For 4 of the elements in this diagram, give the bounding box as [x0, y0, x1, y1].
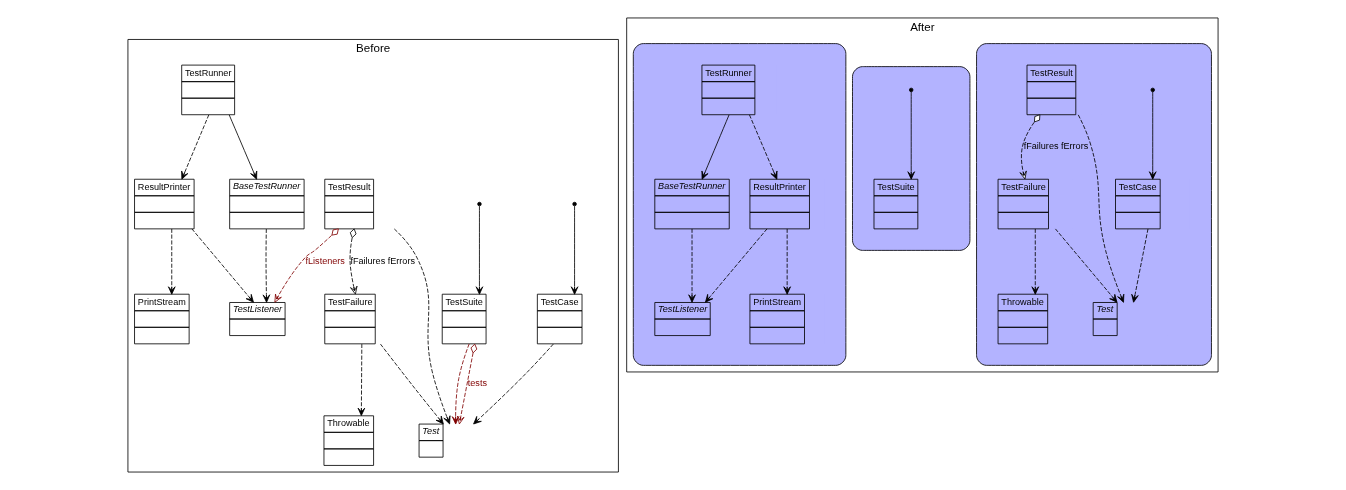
- edge-label: tests: [467, 377, 487, 388]
- edge-label: fFailures fErrors: [350, 256, 415, 267]
- edge-label: fFailures fErrors: [1023, 141, 1089, 152]
- edge-label: fListeners: [305, 256, 345, 267]
